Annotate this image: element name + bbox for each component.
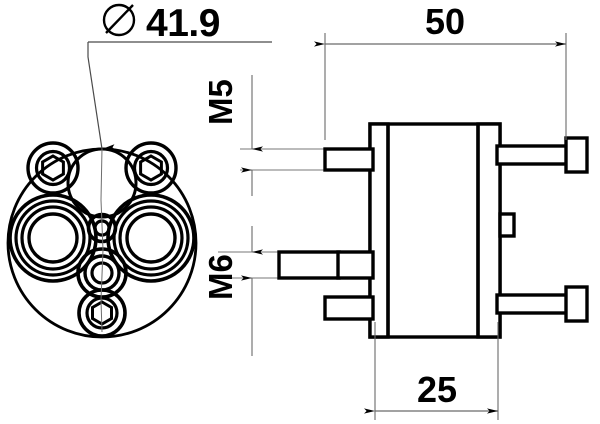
diameter-symbol-icon: [102, 3, 136, 37]
dimension-25: 25: [364, 322, 499, 420]
stud-bottom-left: [323, 295, 375, 321]
diameter-leader-line: [87, 42, 116, 150]
dim50-label: 50: [425, 1, 465, 42]
dimension-50: 50: [314, 1, 567, 140]
m5-label: M5: [202, 79, 239, 125]
stud-mid-left-inner: [336, 250, 375, 280]
boss-upper-left: [26, 141, 80, 195]
front-view-centerline: [100, 147, 104, 333]
stud-bottom-right-shaft: [495, 293, 572, 315]
diameter-value-label: 41.9: [146, 2, 220, 45]
stud-mid-left-outer: [277, 250, 341, 280]
boss-left-large: [8, 193, 98, 283]
stud-top-right-shaft: [495, 144, 572, 166]
side-tab: [498, 212, 516, 238]
boss-right-large: [106, 193, 196, 283]
side-view: [277, 122, 589, 339]
m5-dimension: M5: [202, 75, 330, 196]
stud-bottom-right-cap: [564, 285, 589, 323]
stud-top-left: [323, 147, 375, 172]
front-view: [6, 141, 198, 339]
stud-top-right-cap: [564, 136, 589, 174]
dim25-label: 25: [417, 369, 457, 410]
diameter-dimension-41-9: 41.9: [87, 2, 272, 150]
m6-label: M6: [202, 254, 239, 300]
boss-upper-right: [124, 141, 178, 195]
m6-dimension: M6: [202, 226, 290, 356]
